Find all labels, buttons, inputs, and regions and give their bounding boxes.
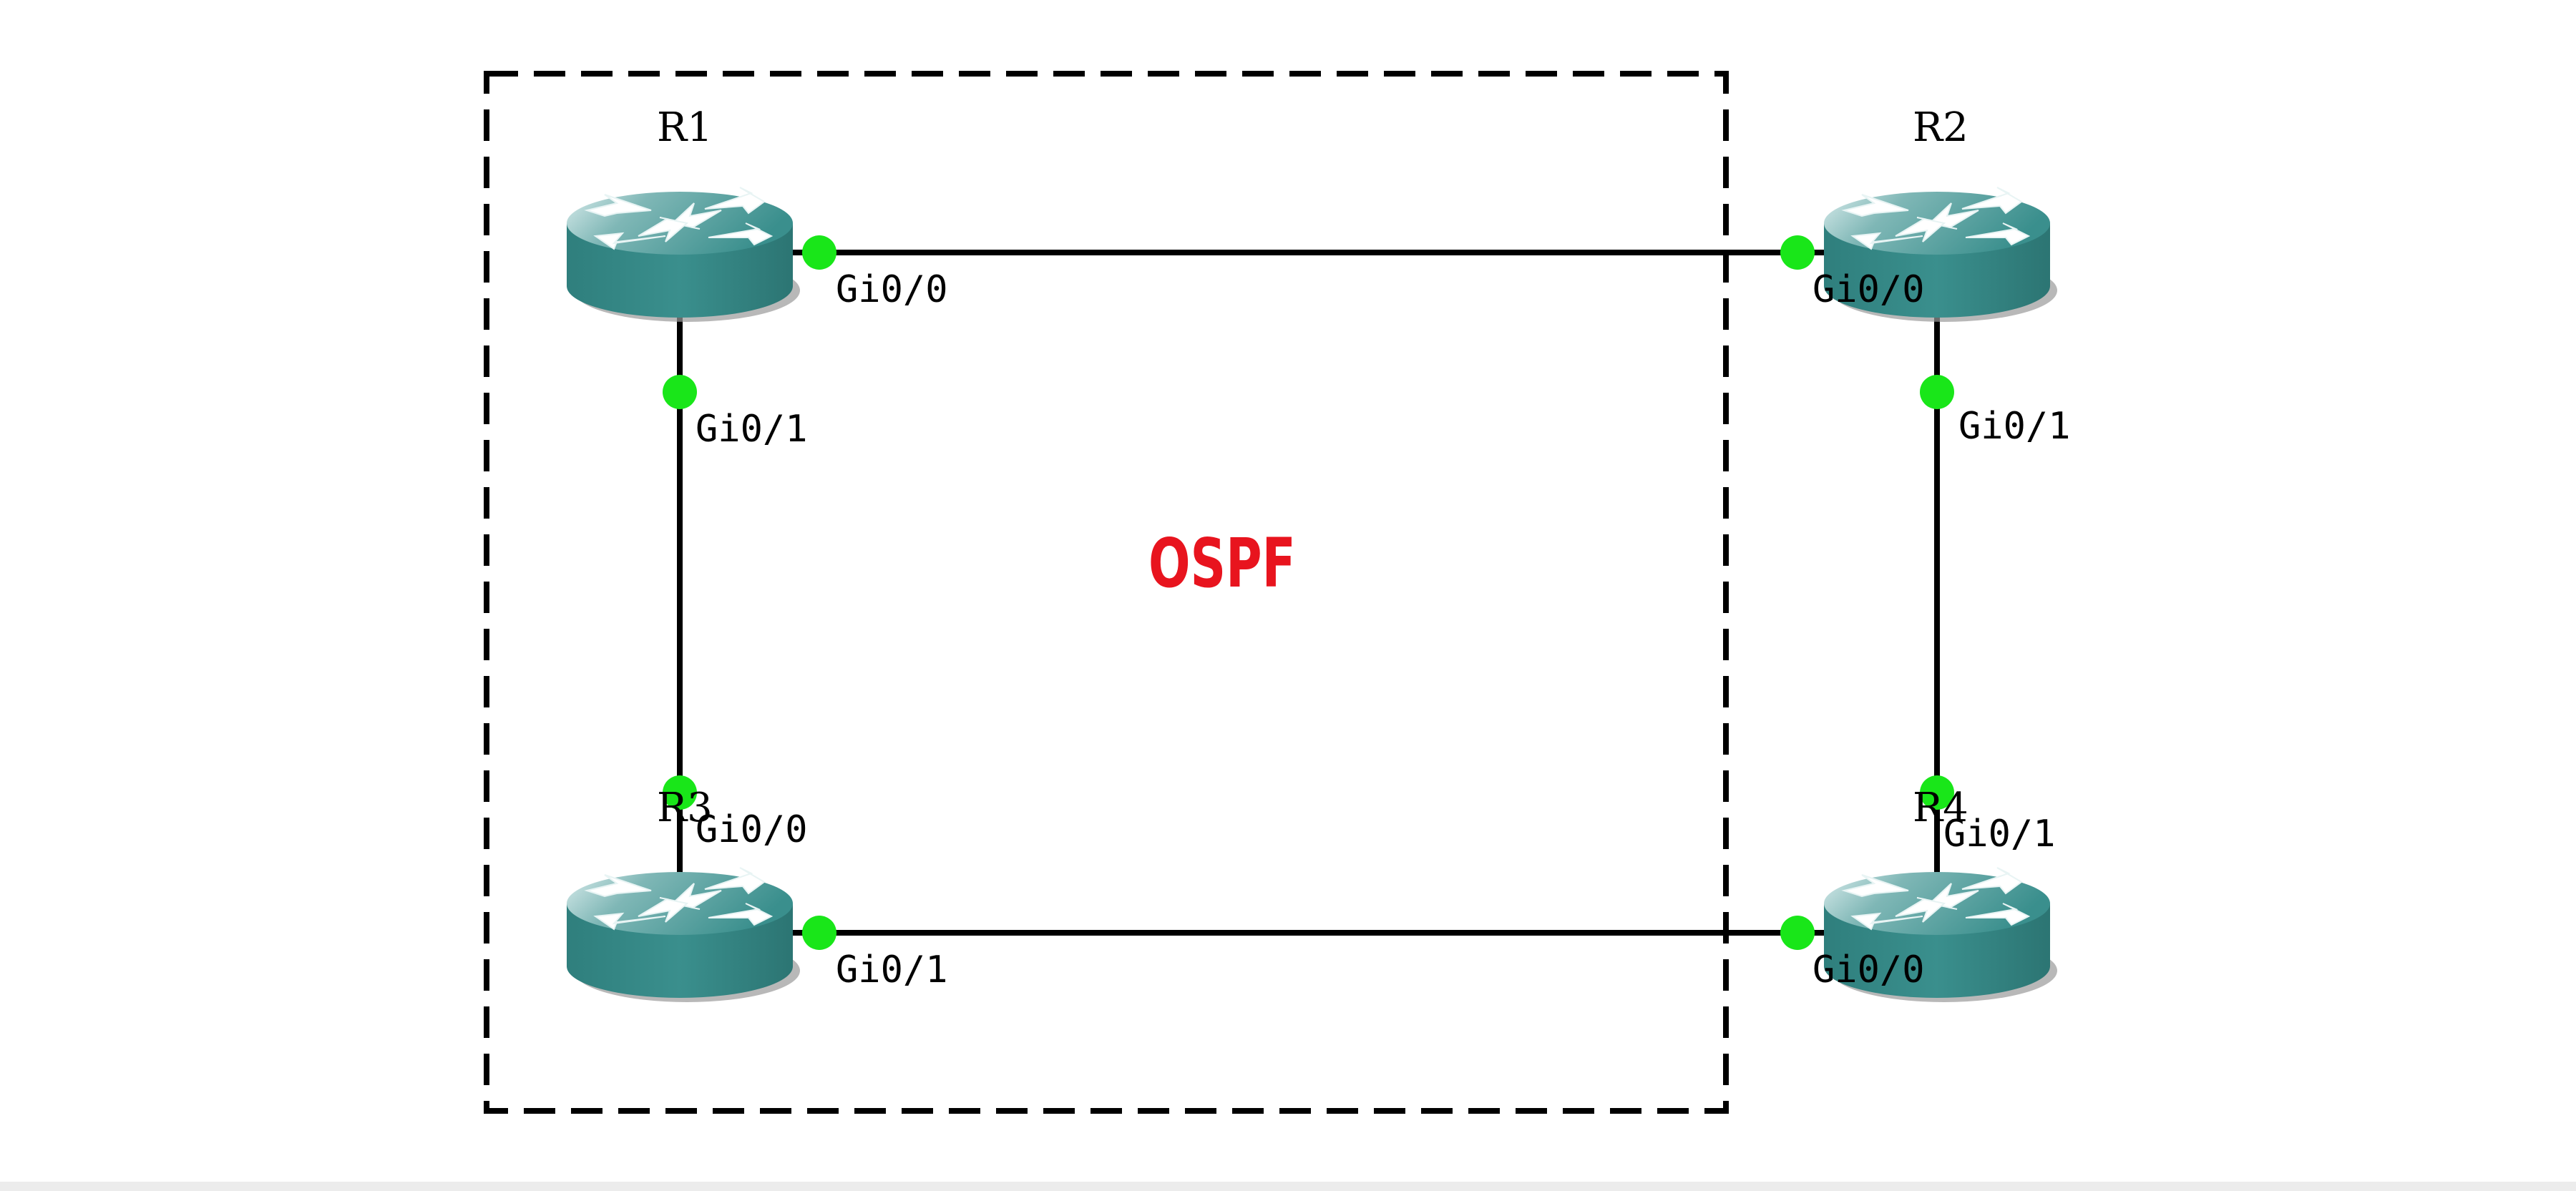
router-name-r1: R1	[657, 104, 713, 151]
port-label-r4-gi0-1: Gi0/1	[1943, 813, 2056, 856]
port-dot-r4-gi0-0	[1780, 916, 1815, 950]
port-dot-r1-gi0-0	[802, 235, 836, 270]
port-dot-r2-gi0-0	[1780, 235, 1815, 270]
port-label-r4-gi0-0: Gi0/0	[1813, 949, 1925, 991]
router-r1[interactable]	[566, 187, 801, 323]
router-name-r2: R2	[1913, 104, 1968, 151]
router-name-r3: R3	[657, 785, 713, 831]
port-dot-r2-gi0-1	[1920, 375, 1954, 409]
bottom-edge-bar	[0, 1182, 2576, 1191]
area-label-ospf: OSPF	[1148, 524, 1296, 603]
port-dot-r4-gi0-1	[1920, 775, 1954, 810]
port-dot-r3-gi0-0	[663, 775, 697, 810]
port-dot-r3-gi0-1	[802, 916, 836, 950]
port-label-r3-gi0-0: Gi0/0	[696, 808, 808, 851]
port-dot-r1-gi0-1	[663, 375, 697, 409]
port-label-r3-gi0-1: Gi0/1	[836, 949, 948, 991]
port-label-r1-gi0-1: Gi0/1	[696, 408, 808, 451]
port-label-r1-gi0-0: Gi0/0	[836, 268, 948, 311]
port-label-r2-gi0-1: Gi0/1	[1958, 405, 2071, 448]
router-r3[interactable]	[566, 867, 801, 1003]
router-name-r4: R4	[1913, 785, 1968, 831]
port-dots	[663, 235, 1954, 950]
port-label-r2-gi0-0: Gi0/0	[1813, 268, 1925, 311]
ospf-area-boundary	[484, 71, 1729, 1114]
links	[677, 250, 1940, 936]
